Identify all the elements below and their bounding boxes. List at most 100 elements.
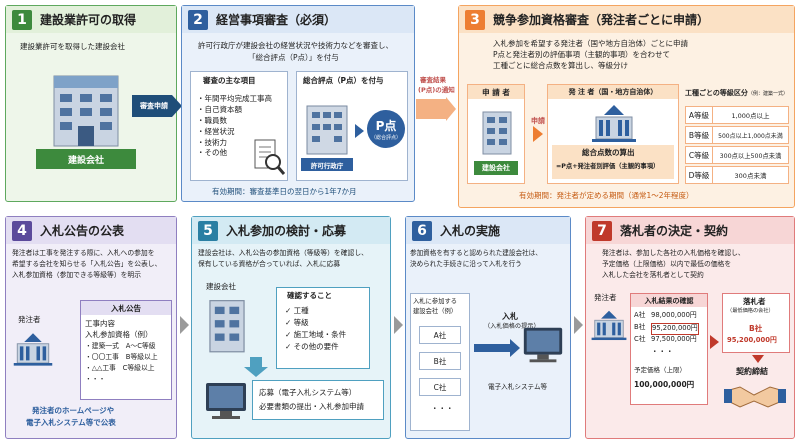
step3-desc1: 入札参加を希望する発注者（国や地方自治体）ごとに申請: [493, 39, 688, 48]
list-item: ✓ 等級: [285, 318, 309, 327]
step3-desc2: P点と発注者別の評価事項（主観的事項）を合わせて: [493, 50, 671, 59]
step2-office-label: 許可行政庁: [301, 158, 353, 171]
step3-orderer-box: 発 注 者（国・地方自治体） 総合点数の算出 =P点+発注者別評価（主観的事項）: [547, 84, 679, 184]
step3-period: 有効期間：発注者が定める期間（通常1～2年程度）: [519, 191, 694, 200]
list-item: ・技術力: [197, 137, 227, 147]
result-company: A社: [634, 311, 646, 319]
grade-label: C等級: [685, 146, 713, 164]
result-price: 95,200,000円: [651, 323, 699, 335]
grade-label: D等級: [685, 166, 713, 184]
step5-apply2: 必要書類の提出・入札参加申請: [259, 402, 364, 411]
step7-res-title: 入札結果の確認: [631, 294, 707, 307]
step4-foot2: 電子入札システム等で公表: [26, 418, 116, 427]
government-building-icon: [592, 105, 636, 142]
step3-calc2: =P点+発注者別評価（主観的事項）: [556, 163, 660, 170]
step2-header: 2 経営事項審査（必須）: [182, 6, 414, 33]
step2-desc1: 許可行政庁が建設会社の経営状況や技術力などを審査し、: [198, 41, 393, 50]
list-item: ・建築一式 A～C等級: [85, 342, 156, 350]
step1-number: 1: [12, 9, 32, 30]
company-more: ・・・: [431, 404, 454, 413]
step5-panel: 5 入札参加の検討・応募 建設会社は、入札公告の参加資格（等級等）を確認し、 保…: [191, 216, 391, 439]
arrow-1-2-head: [172, 95, 182, 117]
result-price: 98,000,000円: [651, 311, 697, 319]
step3-apply-arrow: [533, 126, 543, 142]
list-item: ・経営状況: [197, 126, 235, 136]
step6-part1: 入札に参加する: [413, 298, 458, 305]
step6-desc2: 決められた手続きに沿って入札を行う: [410, 260, 522, 268]
list-item: ・年間平均完成工事高: [197, 94, 272, 103]
p-score-sub: （総合評点）: [370, 135, 401, 141]
step5-number: 5: [198, 220, 218, 241]
handshake-icon: [724, 386, 786, 408]
list-item: ・△△工事 C等級以上: [85, 364, 155, 372]
arrow-6-7: [574, 316, 583, 334]
grade-row: D等級 300点未満: [685, 166, 789, 184]
office-building-icon: [306, 105, 348, 155]
building-icon: [482, 111, 512, 155]
step3-orderer-title: 発 注 者（国・地方自治体）: [548, 85, 678, 99]
step5-apply-box: 応募（電子入札システム等） 必要書類の提出・入札参加申請: [252, 380, 384, 420]
step7-wprice: 95,200,000円: [727, 336, 777, 344]
step1-title: 建設業許可の取得: [40, 13, 137, 27]
step5-desc1: 建設会社は、入札公告の参加資格（等級等）を確認し、: [198, 249, 368, 257]
list-item: ・その他: [197, 148, 227, 158]
grade-value: 500点以上1,000点未満: [713, 126, 789, 144]
step5-check-title: 確認すること: [287, 291, 332, 300]
result-company: B社: [634, 323, 646, 331]
step2-items-list: ・年間平均完成工事高 ・自己資本額 ・職員数 ・経営状況 ・技術力 ・その他: [197, 94, 272, 159]
list-item: ・自己資本額: [197, 104, 242, 114]
list-item: ・・・: [85, 375, 106, 383]
step3-header: 3 競争参加資格審査（発注者ごとに申請）: [459, 6, 794, 33]
step4-number: 4: [12, 220, 32, 241]
arrow-2-3-label2: (P点)の通知: [418, 86, 455, 94]
step3-grade-box: 工種ごとの等級区分（例：建築一式） A等級 1,000点以上 B等級 500点以…: [685, 84, 789, 184]
company-a: A社: [419, 326, 461, 344]
step6-panel: 6 入札の実施 参加資格を有すると認められた建設会社は、 決められた手続きに沿っ…: [405, 216, 571, 439]
step4-qual: 入札参加資格（例）: [85, 330, 153, 339]
step5-company: 建設会社: [206, 282, 236, 291]
arrow-right-icon: [355, 124, 364, 138]
step4-desc3: 入札参加資格（参加できる等級等）を明示: [12, 271, 142, 279]
company-b: B社: [419, 352, 461, 370]
building-icon: [53, 75, 119, 147]
step6-part2: 建設会社（例）: [413, 308, 458, 315]
step7-title: 落札者の決定・契約: [620, 224, 729, 238]
step2-period: 有効期間：審査基準日の翌日から1年7か月: [212, 187, 357, 196]
p-score-label: P点: [375, 119, 397, 133]
step2-number: 2: [188, 9, 208, 30]
step4-panel: 4 入札公告の公表 発注者は工事を発注する際に、入札への参加を 希望する会社を知…: [5, 216, 177, 439]
step3-applicant-box: 申 請 者 建設会社: [467, 84, 525, 184]
step2-items-title: 審査の主な項目: [203, 76, 256, 85]
grade-label: A等級: [685, 106, 713, 124]
step3-applicant-title: 申 請 者: [468, 85, 524, 99]
step7-down-arrow: [752, 355, 764, 363]
arrow-4-5: [180, 316, 189, 334]
result-more: ・・・: [651, 347, 674, 356]
step4-desc2: 希望する会社を知らせる「入札公告」を公表し、: [12, 260, 162, 268]
computer-icon: [206, 383, 246, 419]
step3-calc-box: 総合点数の算出 =P点+発注者別評価（主観的事項）: [552, 145, 674, 179]
step7-panel: 7 落札者の決定・契約 発注者は、参加した各社の入札価格を確認し、 予定価格（上…: [585, 216, 795, 439]
step6-title: 入札の実施: [440, 224, 501, 238]
grade-row: A等級 1,000点以上: [685, 106, 789, 124]
step5-check-box: 確認すること ✓ 工種 ✓ 等級 ✓ 施工地域・条件 ✓ その他の要件: [276, 287, 370, 369]
step4-notice-box: 入札公告 工事内容 入札参加資格（例） ・建築一式 A～C等級 ・〇〇工事 B等…: [80, 300, 172, 400]
p-score-circle: P点 （総合評点）: [367, 110, 405, 148]
step4-desc1: 発注者は工事を発注する際に、入札への参加を: [12, 249, 155, 257]
step3-number: 3: [465, 9, 485, 30]
step6-header: 6 入札の実施: [406, 217, 570, 244]
step5-apply1: 応募（電子入札システム等）: [259, 388, 357, 397]
list-item: ✓ 施工地域・条件: [285, 330, 347, 339]
step6-desc1: 参加資格を有すると認められた建設会社は、: [410, 249, 542, 257]
step1-header: 1 建設業許可の取得: [6, 6, 176, 33]
list-item: ✓ その他の要件: [285, 342, 339, 351]
step7-winner-box: 落札者 （最低価格の会社） B社 95,200,000円: [722, 293, 790, 353]
arrow-down-head: [244, 367, 268, 377]
list-item: ✓ 工種: [285, 306, 309, 315]
step7-arrow: [710, 335, 719, 349]
step6-sys: 電子入札システム等: [488, 383, 548, 391]
step3-calc1: 総合点数の算出: [582, 148, 635, 157]
grade-row: B等級 500点以上1,000点未満: [685, 126, 789, 144]
step2-title: 経営事項審査（必須）: [216, 13, 337, 27]
step2-score-box: 総合評点（P点）を付与 許可行政庁 P点 （総合評点）: [296, 71, 408, 181]
